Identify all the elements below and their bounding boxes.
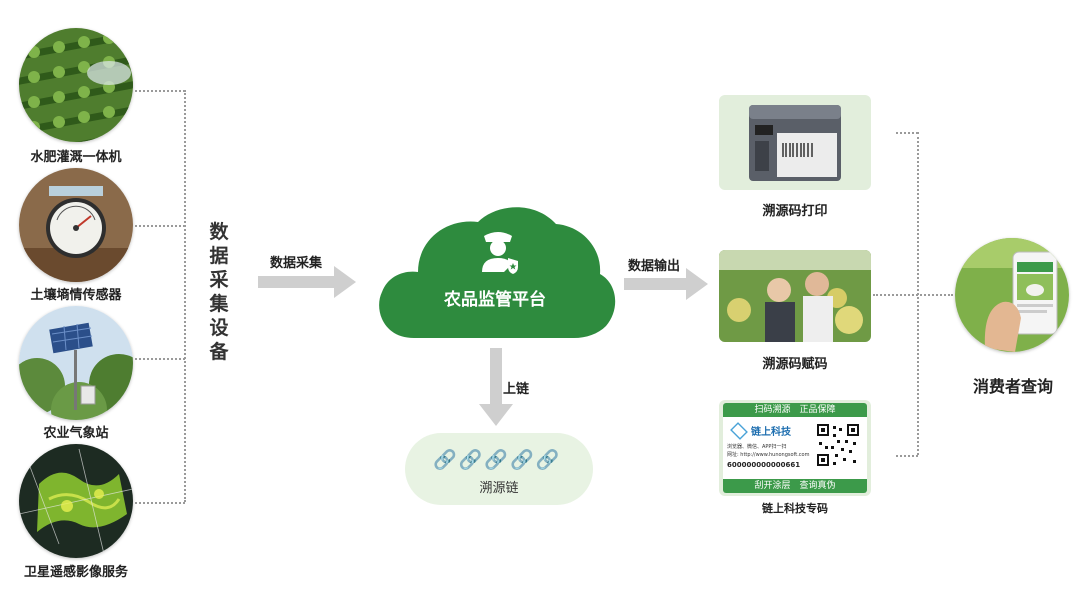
supervisor-icon	[482, 232, 518, 274]
connector-outputs-vertical	[917, 132, 919, 455]
source-image-weather-station	[19, 306, 133, 420]
output-label-label: 链上科技专码	[762, 502, 828, 515]
link-icon: 🔗	[458, 449, 485, 471]
chain-arrow	[479, 348, 513, 426]
label-code-number: 600000000000661	[727, 461, 801, 469]
connector-weather	[135, 358, 185, 360]
source-image-irrigation	[19, 28, 133, 142]
traceability-chain-box	[405, 433, 593, 505]
source-image-satellite	[19, 444, 133, 558]
connector-soil	[135, 225, 185, 227]
printer-image	[749, 105, 841, 181]
connector-satellite	[135, 502, 185, 504]
chain-arrow-label: 上链	[503, 382, 530, 397]
connector-coding-to-consumer	[873, 294, 953, 296]
output-card-coding	[719, 250, 871, 342]
link-icon: 🔗	[433, 449, 459, 471]
label-bottom-banner: 刮开涂层 查询真伪	[723, 479, 867, 493]
connector-irrigation	[135, 90, 185, 92]
output-card-label: 扫码溯源 正品保障 链上科技 浏览器、微信、APP扫一扫 网址: http://…	[719, 400, 871, 496]
output-label-coding: 溯源码赋码	[762, 357, 828, 372]
label-logo-icon	[730, 422, 748, 440]
sources-title: 数据采集设备	[209, 221, 229, 363]
link-icon: 🔗	[484, 449, 511, 471]
label-desc: 浏览器、微信、APP扫一扫	[727, 444, 787, 450]
consumer-image	[955, 238, 1069, 352]
consumer-label: 消费者查询	[972, 377, 1053, 396]
source-label-weather-station: 农业气象站	[43, 426, 109, 441]
source-label-satellite: 卫星遥感影像服务	[23, 565, 128, 580]
greenhouse-image	[719, 250, 871, 342]
output-label-printer: 溯源码打印	[762, 204, 828, 219]
link-icon: 🔗	[535, 449, 562, 471]
collect-arrow	[258, 266, 356, 298]
connector-sources-vertical	[184, 90, 186, 502]
label-top-banner: 扫码溯源 正品保障	[723, 403, 867, 417]
collect-label: 数据采集	[270, 256, 323, 271]
source-image-soil-sensor	[19, 168, 133, 282]
platform-cloud	[379, 207, 616, 338]
connector-label	[896, 455, 918, 457]
output-arrow	[624, 268, 708, 300]
connector-printer	[896, 132, 918, 134]
output-card-printer	[719, 95, 871, 190]
chain-link-icons: 🔗🔗🔗🔗🔗	[433, 448, 561, 471]
link-icon: 🔗	[510, 449, 536, 471]
chain-label: 溯源链	[479, 481, 519, 496]
source-label-soil-sensor: 土壤墒情传感器	[30, 288, 122, 303]
label-url: 网址: http://www.hunongsoft.com	[727, 452, 810, 458]
label-brand: 链上科技	[751, 427, 791, 438]
source-label-irrigation: 水肥灌溉一体机	[30, 150, 122, 165]
qr-code-icon	[815, 422, 861, 468]
platform-title: 农品监管平台	[444, 290, 546, 310]
label-card: 扫码溯源 正品保障 链上科技 浏览器、微信、APP扫一扫 网址: http://…	[723, 403, 867, 493]
output-label: 数据输出	[628, 259, 681, 274]
